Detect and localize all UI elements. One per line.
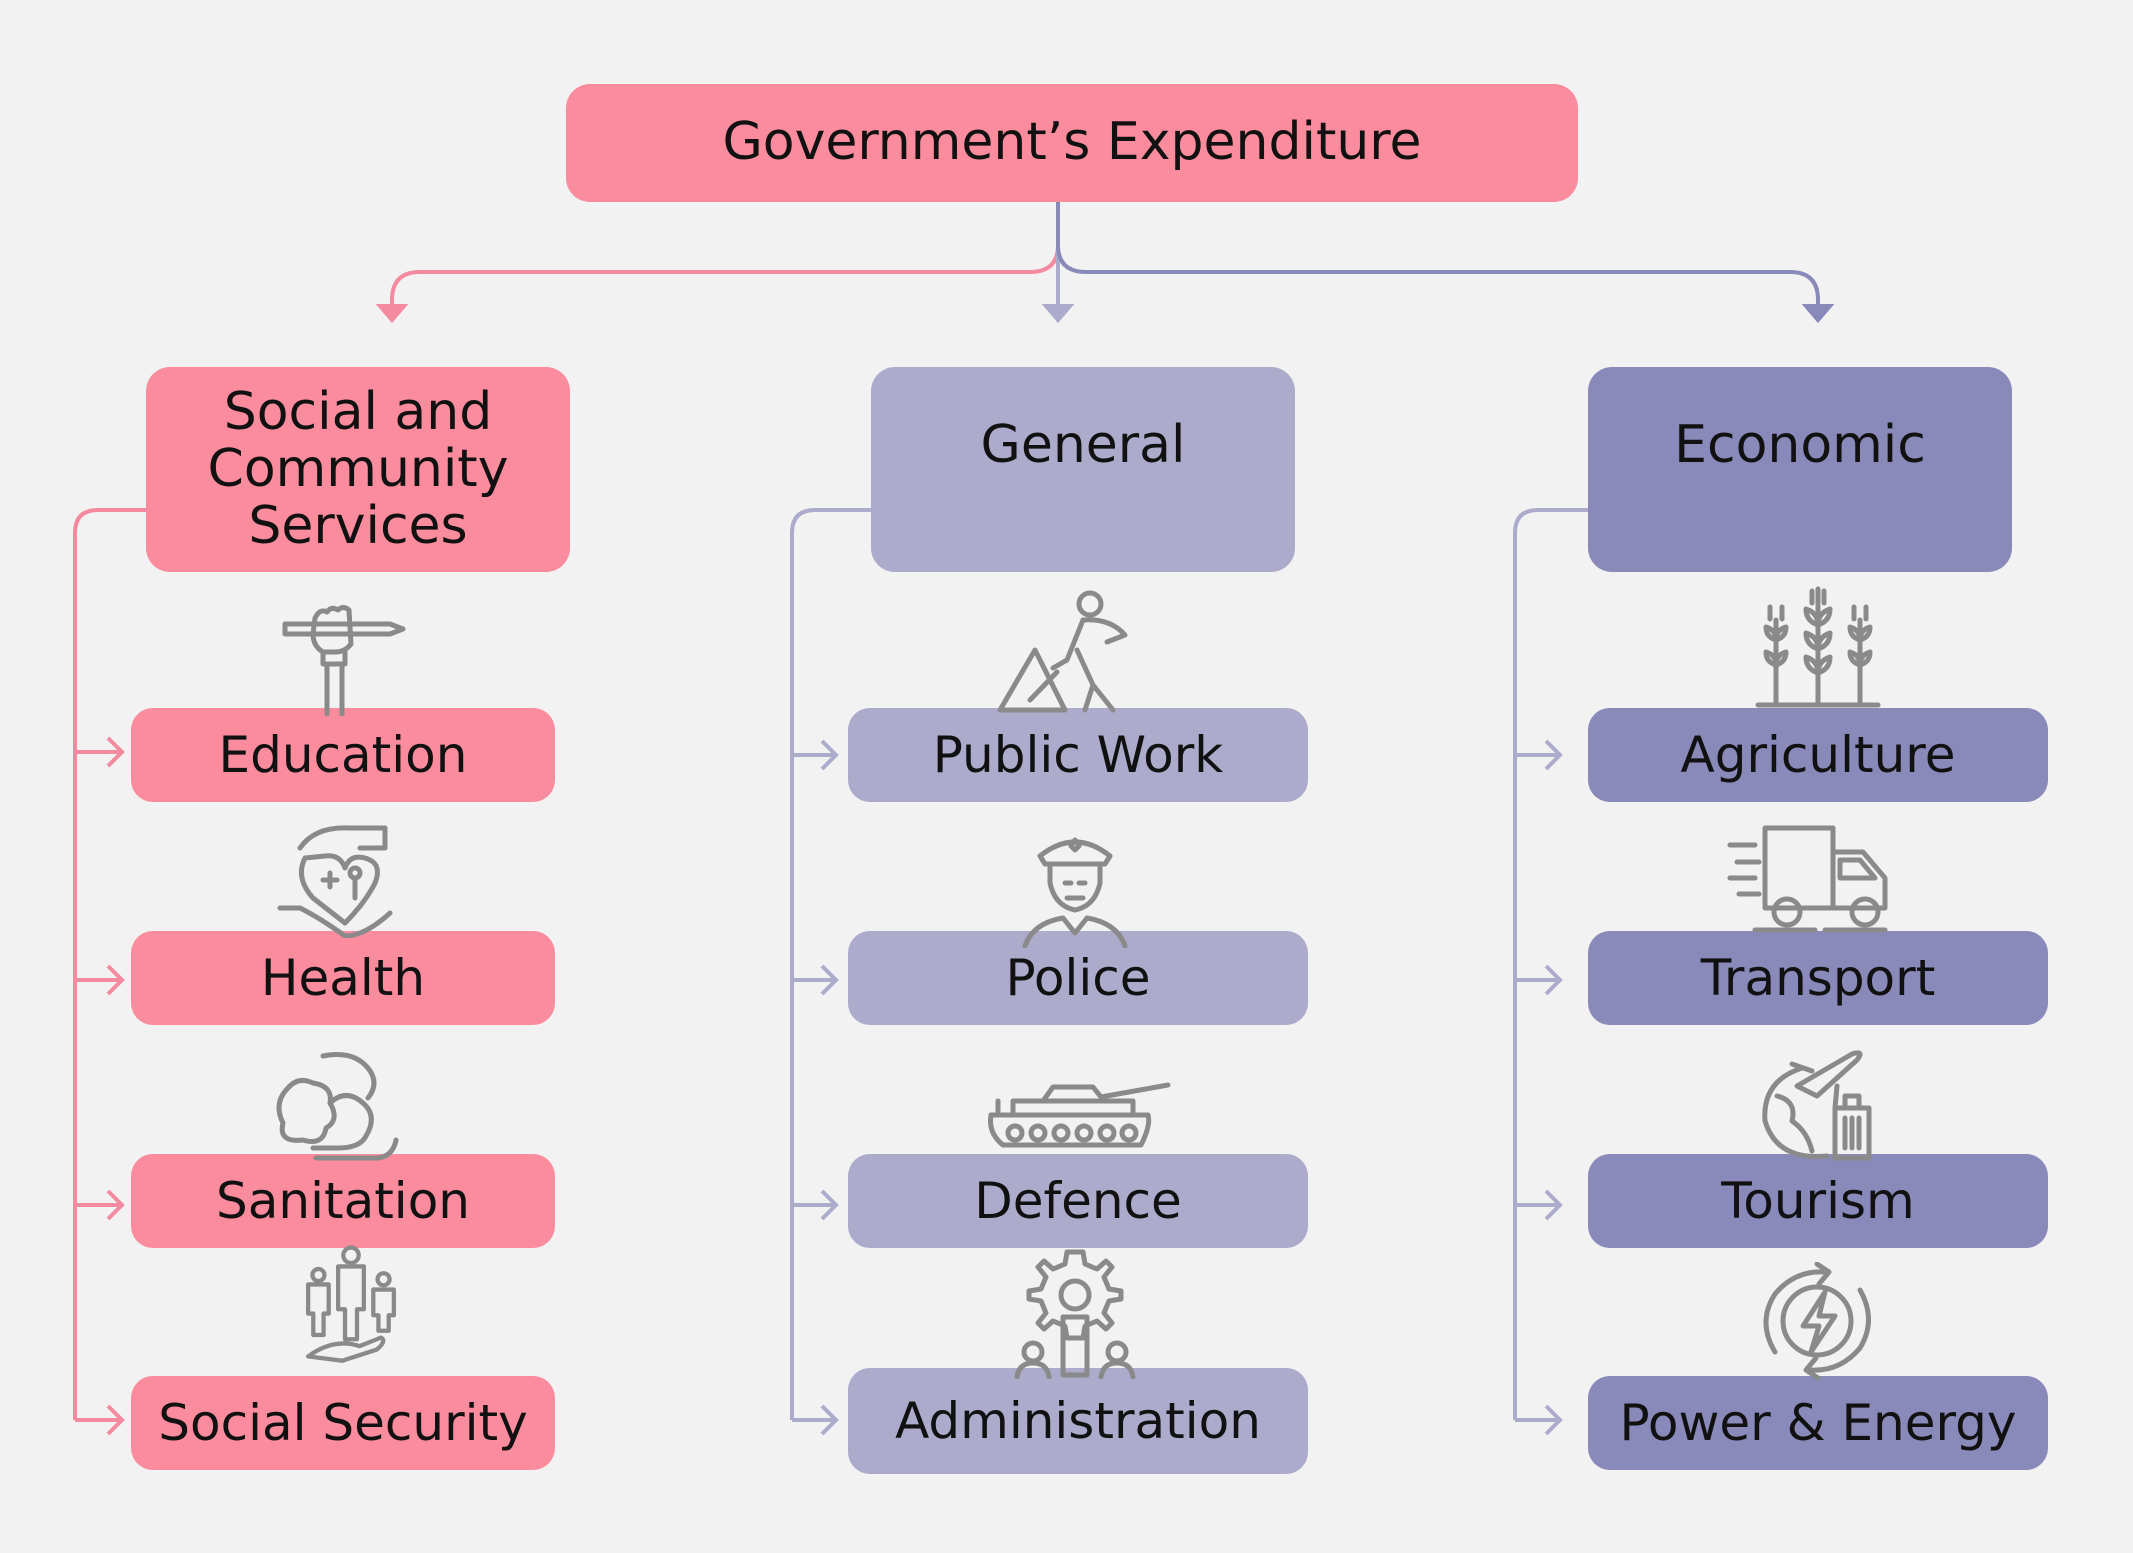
washing-hands-icon: [268, 1048, 408, 1168]
family-hand-icon: [281, 1245, 421, 1365]
delivery-truck-icon: [1725, 820, 1895, 935]
item-defence: Defence: [848, 1154, 1308, 1248]
item-tourism: Tourism: [1588, 1154, 2048, 1248]
category-social-and-community-services: Social and Community Services: [146, 367, 570, 572]
item-administration: Administration: [848, 1368, 1308, 1474]
globe-plane-luggage-icon: [1757, 1046, 1877, 1164]
item-transport: Transport: [1588, 931, 2048, 1025]
item-health: Health: [131, 931, 555, 1025]
category-general: General: [871, 367, 1295, 572]
wheat-icon: [1748, 585, 1888, 710]
item-sanitation: Sanitation: [131, 1154, 555, 1248]
item-police: Police: [848, 931, 1308, 1025]
admin-gear-people-icon: [1005, 1247, 1145, 1380]
item-public-work: Public Work: [848, 708, 1308, 802]
police-officer-icon: [1005, 828, 1145, 949]
road-worker-icon: [995, 590, 1155, 715]
root-title: Government’s Expenditure: [566, 84, 1578, 202]
category-economic: Economic: [1588, 367, 2012, 572]
heart-care-hands-icon: [275, 818, 415, 939]
lightning-cycle-icon: [1755, 1261, 1880, 1381]
item-social-security: Social Security: [131, 1376, 555, 1470]
item-power-and-energy: Power & Energy: [1588, 1376, 2048, 1470]
item-education: Education: [131, 708, 555, 802]
hand-pencil-icon: [275, 596, 415, 717]
item-agriculture: Agriculture: [1588, 708, 2048, 802]
tank-icon: [983, 1073, 1173, 1153]
